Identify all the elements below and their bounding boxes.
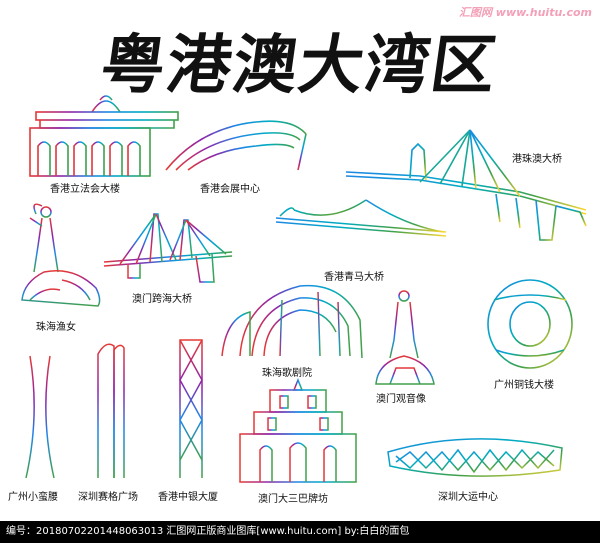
label-sz-seg: 深圳赛格广场 [78, 492, 138, 503]
label-macau-guanyin: 澳门观音像 [376, 394, 426, 405]
sz-universiade-illustration [387, 438, 563, 477]
gz-tower-illustration [22, 340, 58, 479]
tsing-ma-illustration [275, 198, 447, 246]
gz-coin-illustration [487, 279, 573, 369]
label-hzm-bridge: 港珠澳大桥 [512, 154, 562, 165]
label-hk-convention: 香港会展中心 [200, 184, 260, 195]
sz-seg-illustration [94, 343, 128, 479]
label-sz-universiade: 深圳大运中心 [438, 492, 498, 503]
label-gz-coin: 广州铜钱大楼 [494, 380, 554, 391]
label-hk-boc: 香港中银大厦 [158, 492, 218, 503]
hk-legco-illustration [28, 84, 179, 177]
macau-guanyin-illustration [375, 290, 435, 385]
hzm-bridge-illustration [345, 129, 587, 241]
footer-bar: 编号：20180702201448063013 汇图网正版商业图库[www.hu… [0, 521, 600, 543]
hk-boc-illustration [176, 316, 206, 479]
watermark: 汇图网 www.huitu.com [458, 6, 592, 19]
zhuhai-fisher-illustration [21, 203, 101, 307]
label-hk-legco: 香港立法会大楼 [50, 184, 120, 195]
label-macau-bridge: 澳门跨海大桥 [132, 294, 192, 305]
st-paul-illustration [239, 374, 357, 483]
zhuhai-opera-illustration [218, 284, 366, 359]
label-zhuhai-opera: 珠海歌剧院 [262, 368, 312, 379]
label-st-paul: 澳门大三巴牌坊 [258, 494, 328, 505]
label-zhuhai-fisher: 珠海渔女 [36, 322, 76, 333]
macau-bridge-illustration [103, 213, 233, 283]
label-gz-tower: 广州小蛮腰 [8, 492, 58, 503]
label-tsing-ma: 香港青马大桥 [324, 272, 384, 283]
hk-convention-illustration [165, 120, 307, 171]
